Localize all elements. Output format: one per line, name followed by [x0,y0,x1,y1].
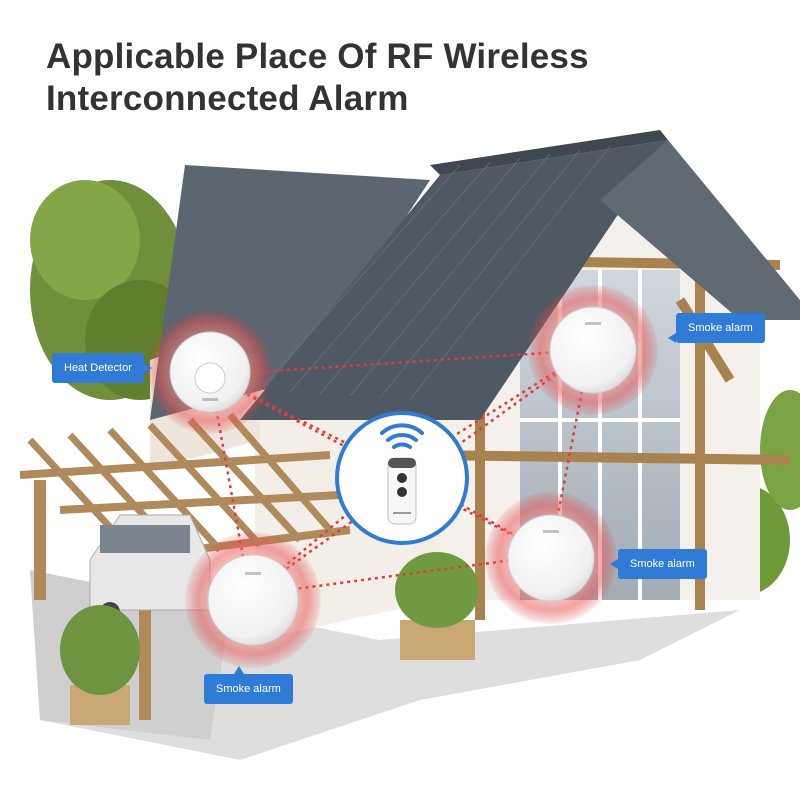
page-title: Applicable Place Of RF Wireless Intercon… [46,36,766,120]
smoke-alarm-icon [485,492,617,624]
title-line-2: Interconnected Alarm [46,79,409,118]
car [89,514,211,622]
callout-pointer [610,559,618,569]
heat-detector-callout: Heat Detector [52,353,152,383]
callout-pointer [143,363,152,373]
planters [60,552,479,725]
smoke-alarm-icon [528,285,658,415]
remote-control-icon [335,411,469,545]
callout-label: Heat Detector [64,362,132,374]
heat-detector-icon [148,310,272,434]
title-line-1: Applicable Place Of RF Wireless [46,37,589,76]
callout-pointer [234,666,244,674]
smoke-alarm-callout-bottom-right: Smoke alarm [610,549,707,579]
callout-label: Smoke alarm [630,558,695,570]
callout-pointer [668,333,676,343]
smoke-alarm-icon [185,532,321,668]
wifi-signal-icon [380,423,424,449]
callout-label: Smoke alarm [688,322,753,334]
callout-label: Smoke alarm [216,683,281,695]
smoke-alarm-callout-bottom-left: Smoke alarm [204,666,293,704]
smoke-alarm-callout-top-right: Smoke alarm [668,313,765,343]
roof [150,130,800,420]
